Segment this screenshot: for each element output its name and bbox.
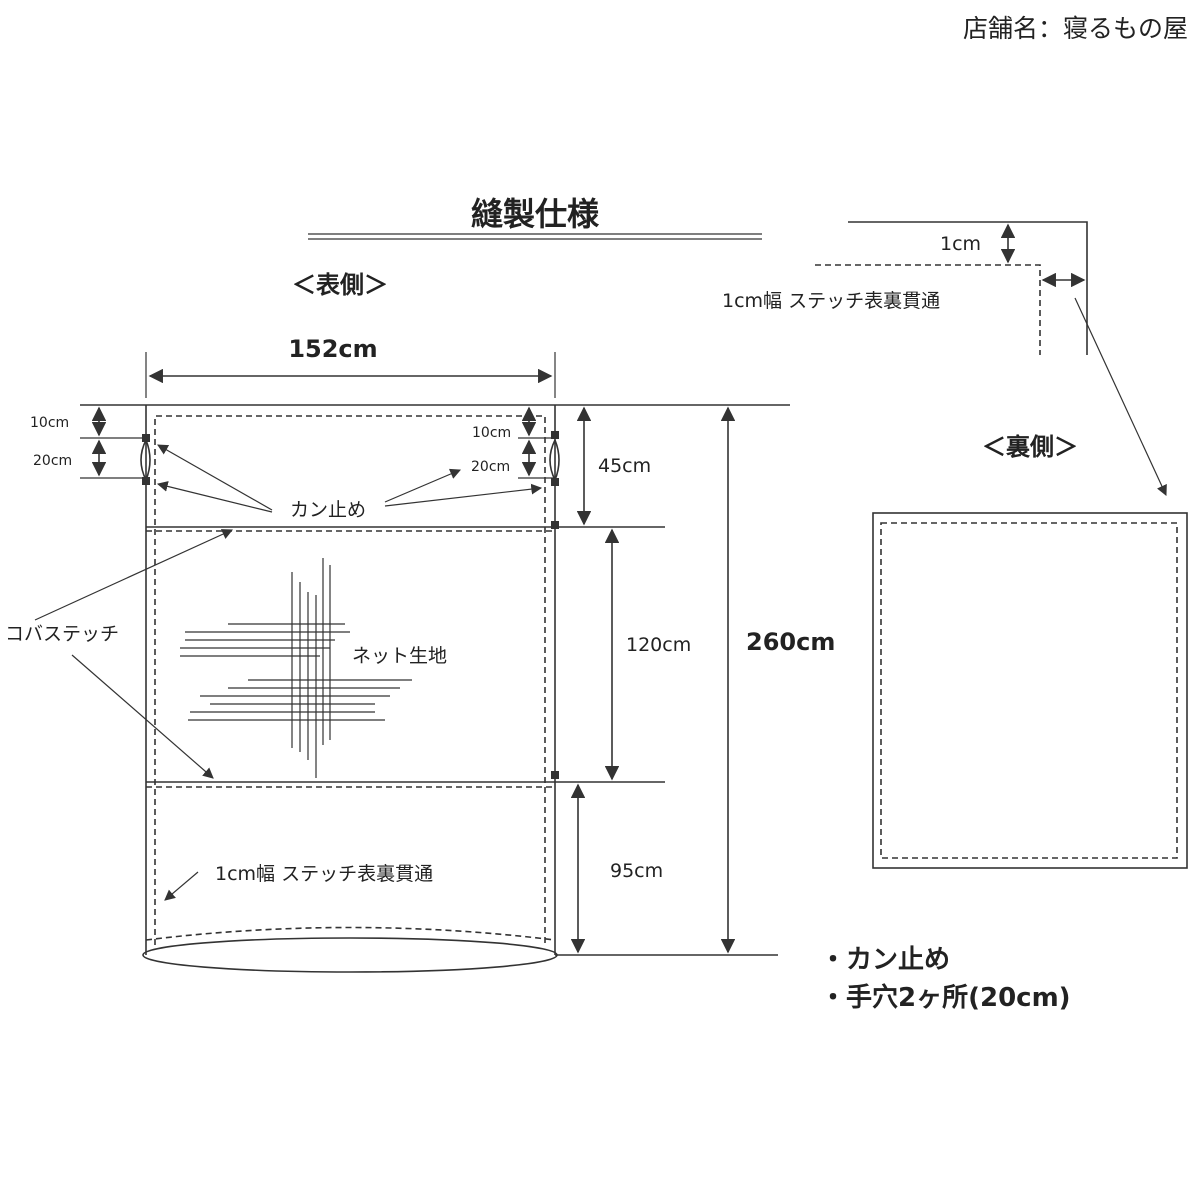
bartack-mark xyxy=(551,478,559,486)
shop-label: 店舗名：寝るもの屋 xyxy=(963,14,1188,43)
edge-stitch-pointer xyxy=(71,654,214,779)
page-title: 縫製仕様 xyxy=(471,195,600,233)
right-gap-label: 10cm xyxy=(472,425,511,441)
bartack-mark xyxy=(142,477,150,485)
bartack-mark xyxy=(551,521,559,529)
front-panel xyxy=(80,404,790,973)
net-fabric-hatch xyxy=(180,558,412,778)
total-dim-label: 260cm xyxy=(746,628,835,656)
stitch-detail xyxy=(815,221,1088,355)
bartack-mark xyxy=(551,431,559,439)
edge-stitch-pointer xyxy=(34,529,233,621)
left-hole-label: 20cm xyxy=(33,453,72,469)
width-dim-label: 152cm xyxy=(288,335,377,363)
middle-dim-label: 120cm xyxy=(626,634,691,656)
bartack-mark xyxy=(142,434,150,442)
bartack-pointer xyxy=(384,483,543,507)
bartack-label: カン止め xyxy=(290,499,366,521)
stitch-offset-label: 1cm xyxy=(940,233,981,255)
shop-label-bg xyxy=(930,8,1192,46)
bartack-pointer xyxy=(384,468,461,503)
lower-dim-label: 95cm xyxy=(610,860,663,882)
bottom-stitch-pointer xyxy=(164,871,199,901)
bottom-stitch-label: 1cm幅 ステッチ表裏貫通 xyxy=(215,863,433,885)
stitch-detail-pointer xyxy=(1074,297,1167,496)
left-gap-label: 10cm xyxy=(30,415,69,431)
bartack-mark xyxy=(551,771,559,779)
front-label: ＜表側＞ xyxy=(292,271,388,299)
back-panel xyxy=(872,512,1188,869)
net-fabric-label: ネット生地 xyxy=(352,645,447,667)
edge-stitch-label: コバステッチ xyxy=(5,623,119,645)
right-hole-label: 20cm xyxy=(471,459,510,475)
back-panel-stitch xyxy=(880,522,1178,859)
bartack-pointer xyxy=(157,444,273,511)
upper-dim-label: 45cm xyxy=(598,455,651,477)
bartack-pointer xyxy=(156,481,273,513)
back-label: ＜裏側＞ xyxy=(982,433,1078,461)
stitch-detail-label: 1cm幅 ステッチ表裏貫通 xyxy=(722,290,940,312)
note-bartack: ・カン止め xyxy=(820,945,950,975)
note-hand-holes: ・手穴2ヶ所(20cm) xyxy=(820,983,1071,1013)
